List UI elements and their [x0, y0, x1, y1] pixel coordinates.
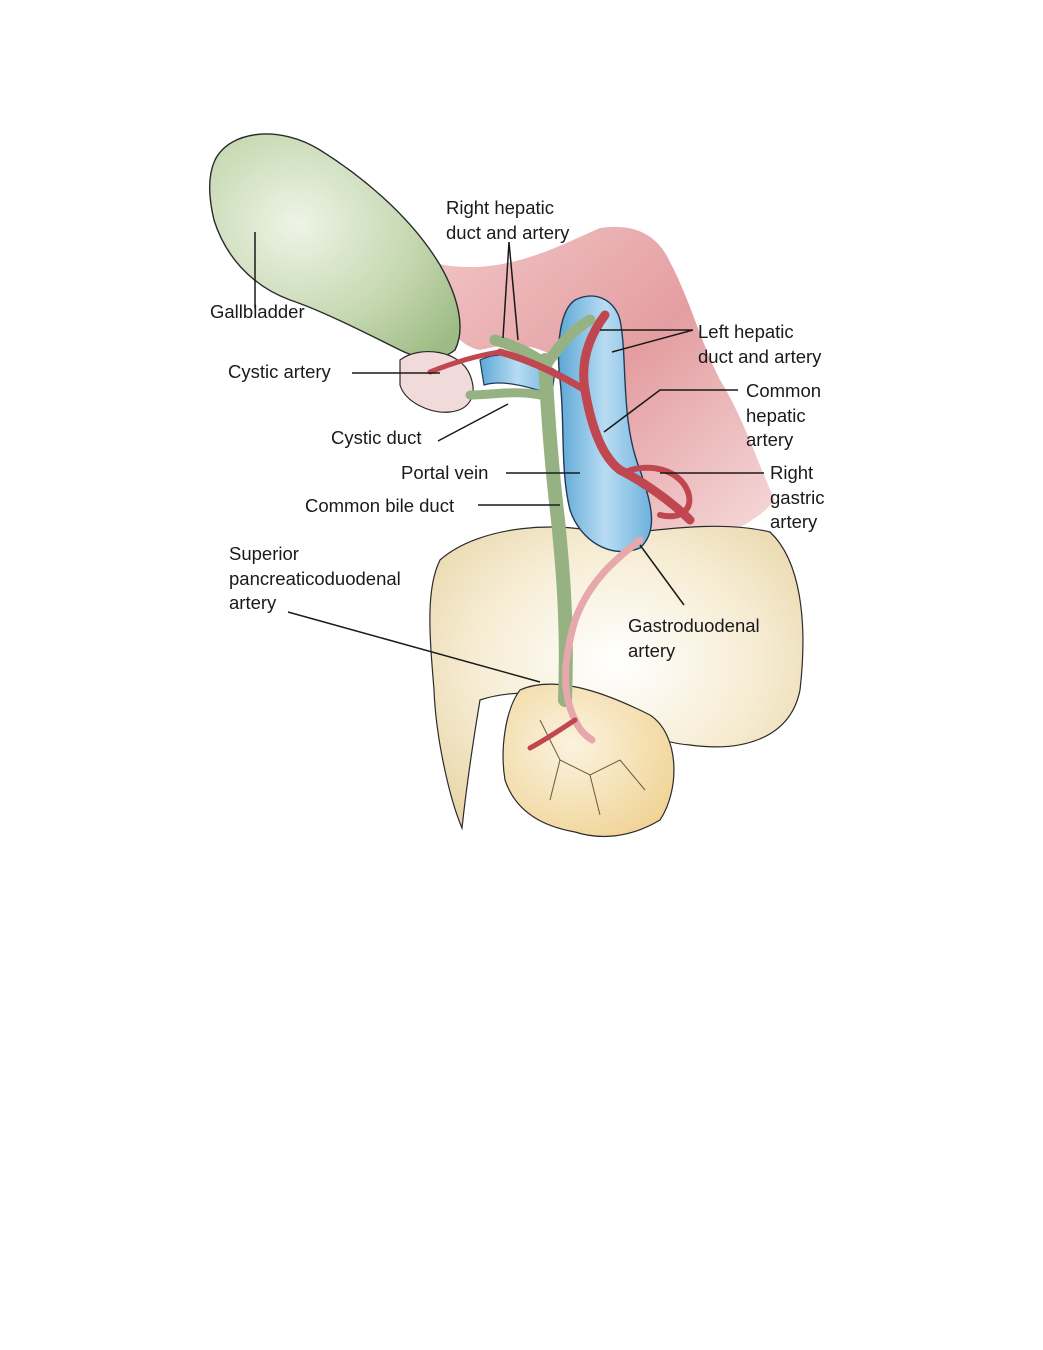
label-common-bile-duct: Common bile duct: [305, 495, 455, 516]
gastroduodenal-artery-path: [562, 536, 644, 744]
label-gastroduodenal-artery: Gastroduodenal artery: [628, 615, 760, 661]
label-superior-pancreaticoduodenal-artery: Superior pancreaticoduodenal artery: [229, 543, 401, 613]
label-right-gastric-artery: Right gastric artery: [770, 462, 825, 532]
cystic-duct-path: [465, 388, 545, 400]
cystic-artery-path: [427, 349, 503, 375]
pancreas-lobule-lines: [539, 719, 646, 816]
label-cystic-artery: Cystic artery: [228, 361, 331, 382]
left-hepatic-duct: [540, 314, 596, 371]
right-hepatic-artery-path: [496, 348, 589, 394]
label-common-hepatic-artery: Common hepatic artery: [746, 380, 822, 450]
gallbladder: [208, 133, 461, 359]
common-bile-duct: [538, 353, 573, 707]
label-left-hepatic-duct-and-artery: Left hepatic duct and artery: [698, 321, 822, 367]
pancreas-head: [502, 683, 675, 838]
leader-lines: [254, 232, 764, 683]
gallbladder-neck: [399, 351, 474, 413]
common-hepatic-artery-path: [579, 310, 695, 525]
label-right-hepatic-duct-and-artery: Right hepatic duct and artery: [446, 197, 570, 243]
label-gallbladder: Gallbladder: [210, 301, 305, 322]
label-cystic-duct: Cystic duct: [331, 427, 422, 448]
superior-pd-artery-path: [527, 717, 578, 751]
label-portal-vein: Portal vein: [401, 462, 489, 483]
right-gastric-artery-path: [622, 464, 693, 520]
